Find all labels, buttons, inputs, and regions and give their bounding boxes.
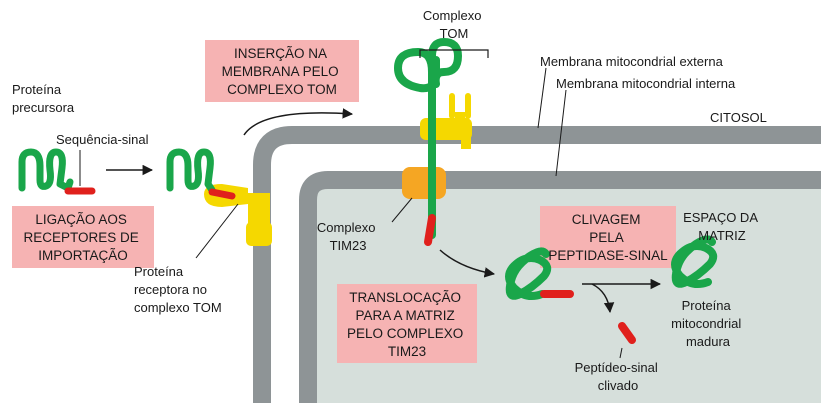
- signal-sequence-matrix: [424, 214, 436, 246]
- label-outer-membrane: Membrana mitocondrial externa: [540, 54, 724, 69]
- cleaving-protein: [505, 247, 552, 300]
- tim23-complex: [402, 167, 446, 199]
- translocating-protein: [394, 38, 462, 239]
- label-inner-membrane: Membrana mitocondrial interna: [556, 76, 736, 91]
- label-matrix-space: ESPAÇO DA MATRIZ: [683, 210, 761, 243]
- arrow-to-insertion: [243, 108, 354, 136]
- step-text-binding: LIGAÇÃO AOS RECEPTORES DE IMPORTAÇÃO: [23, 212, 142, 263]
- cleaved-signal-peptide: [618, 322, 636, 344]
- leader-receptor: [195, 203, 239, 259]
- signal-sequence-bound: [208, 188, 236, 200]
- mature-protein: [671, 235, 718, 288]
- label-receptor-protein: Proteína receptora no complexo TOM: [134, 264, 222, 315]
- outer-membrane: [253, 126, 821, 403]
- step-box-insertion: [205, 40, 359, 102]
- bound-protein: [166, 148, 216, 194]
- tom-bracket: [419, 49, 489, 58]
- leader-cleaved-signal: [619, 347, 623, 359]
- leader-outer-membrane: [537, 67, 547, 129]
- precursor-protein: [18, 148, 74, 192]
- label-tom-complex: Complexo TOM: [423, 8, 485, 41]
- label-signal-sequence: Sequência-sinal: [56, 132, 149, 147]
- label-mature-protein: Proteína mitocondrial madura: [671, 298, 745, 349]
- leader-tim23: [391, 197, 413, 223]
- arrow-to-cleaved: [591, 283, 615, 314]
- arrow-to-translocation: [439, 249, 496, 278]
- step-box-translocation: [337, 284, 477, 363]
- step-text-insertion: INSERÇÃO NA MEMBRANA PELO COMPLEXO TOM: [222, 46, 343, 97]
- step-box-cleavage: [540, 206, 676, 268]
- label-cytosol: CITOSOL: [710, 110, 767, 125]
- step-text-cleavage: CLIVAGEM PELA PEPTIDASE-SINAL: [548, 212, 668, 263]
- step-box-binding: [12, 206, 154, 268]
- label-precursor-protein: Proteína precursora: [12, 82, 75, 115]
- label-tim23-complex: Complexo TIM23: [317, 220, 379, 253]
- step-text-translocation: TRANSLOCAÇÃO PARA A MATRIZ PELO COMPLEXO…: [347, 290, 467, 359]
- leader-inner-membrane: [555, 89, 567, 177]
- inner-membrane: [299, 171, 821, 403]
- label-cleaved-signal: Peptídeo-sinal clivado: [575, 360, 662, 393]
